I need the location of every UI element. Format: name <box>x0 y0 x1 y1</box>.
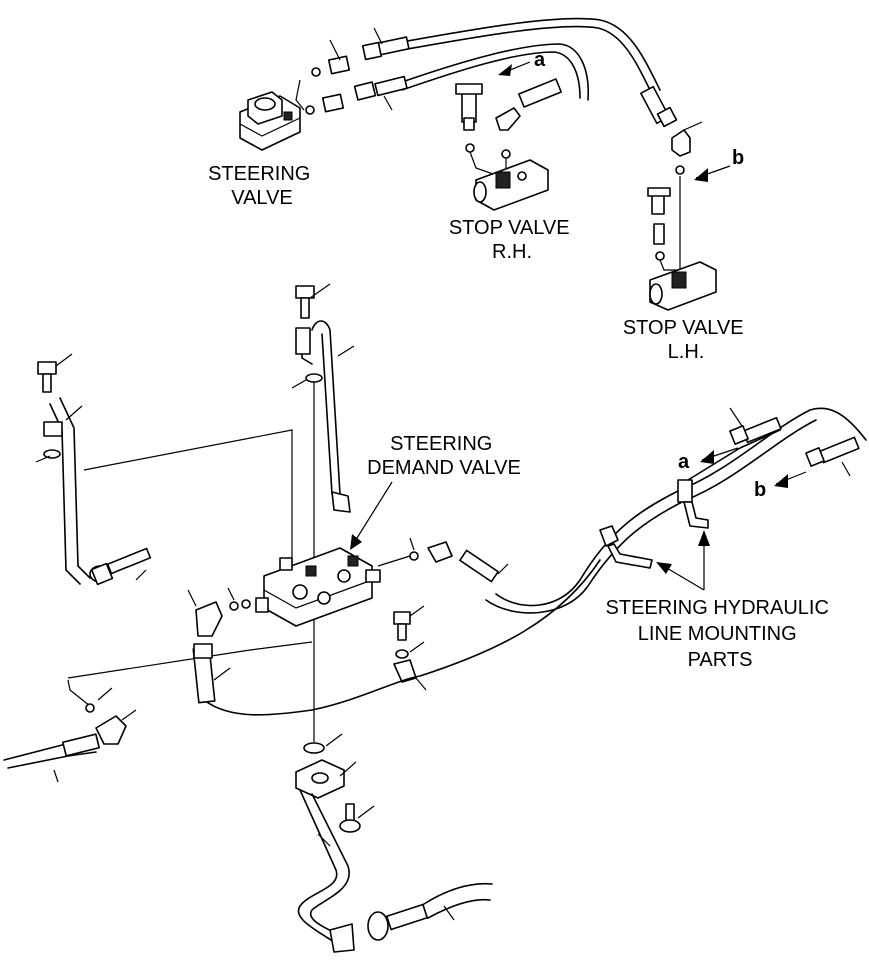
hose-fitting-upper-2 <box>353 75 408 101</box>
hose-bottom <box>367 882 493 941</box>
bolt-bottom <box>339 803 361 833</box>
o-ring-center-top <box>305 373 323 383</box>
elbow-demand-left <box>195 597 269 637</box>
o-ring-left <box>43 449 61 459</box>
adapter-upper-1 <box>311 55 351 77</box>
ref-a-lower: a <box>678 451 690 473</box>
bolt-lower-mid <box>393 611 417 683</box>
steering-demand-valve <box>263 547 381 627</box>
hose-lower-long <box>203 559 601 716</box>
steering-valve <box>239 91 301 151</box>
tube-left <box>43 397 111 585</box>
bolt-left <box>37 361 57 393</box>
label-steering-valve: STEERING VALVE <box>208 163 316 209</box>
hose-end-lh <box>640 85 678 128</box>
hose-end-left <box>90 547 152 586</box>
elbow-lower-left <box>95 715 127 745</box>
adapter-upper-2 <box>305 93 345 115</box>
hose-end-b-lower <box>805 436 860 467</box>
flange-bottom <box>295 759 345 799</box>
ref-b-lower: b <box>754 479 766 501</box>
tube-center-upper <box>295 320 351 513</box>
label-stop-valve-lh: STOP VALVE L.H. <box>623 317 749 363</box>
hose-end-lower-left <box>192 643 216 704</box>
hose-end-a-lower <box>729 416 782 445</box>
o-ring-bottom <box>303 742 325 754</box>
stop-valve-rh <box>473 159 549 211</box>
hose-fitting-upper-1 <box>361 36 410 61</box>
bolt-top <box>295 285 315 319</box>
ref-b-upper: b <box>732 147 744 169</box>
o-ring-lower-left <box>85 703 95 713</box>
fittings-demand-right <box>409 541 499 583</box>
hose-lower-left-far <box>3 733 100 769</box>
stop-valve-lh <box>649 261 717 311</box>
label-mounting-parts: STEERING HYDRAULIC LINE MOUNTING PARTS <box>606 597 835 671</box>
label-steering-demand-valve: STEERING DEMAND VALVE <box>367 433 521 479</box>
tube-bottom <box>297 789 355 953</box>
stop-valve-lh-parts <box>647 176 681 271</box>
elbow-lh <box>671 129 691 175</box>
ref-a-upper: a <box>534 49 546 71</box>
label-stop-valve-rh: STOP VALVE R.H. <box>449 217 575 263</box>
hose-upper-short <box>401 43 590 101</box>
stop-valve-rh-parts <box>455 78 562 181</box>
mounting-clamp-2 <box>599 525 653 569</box>
hose-upper-long <box>401 17 661 91</box>
mounting-clamp-1 <box>677 479 709 529</box>
